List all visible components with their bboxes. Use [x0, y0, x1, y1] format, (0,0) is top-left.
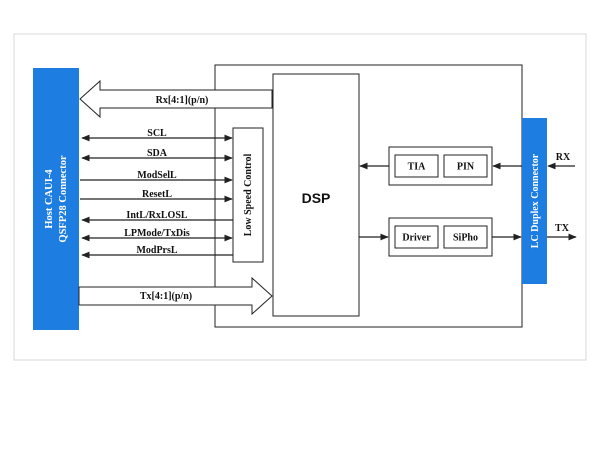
lc-connector-label: LC Duplex Connector	[530, 153, 541, 248]
lc-duplex-connector	[522, 118, 547, 284]
signal-modsell: ModSelL	[80, 170, 233, 184]
host-connector-label-2: QSFP28 Connector	[58, 155, 69, 243]
host-connector	[33, 68, 79, 330]
tx-bus-label: Tx[4:1](p/n)	[140, 291, 192, 302]
dsp-label: DSP	[302, 190, 331, 206]
host-connector-label-1: Host CAUI-4	[44, 169, 55, 229]
rx-bus-label: Rx[4:1](p/n)	[156, 95, 209, 106]
sipho-label: SiPho	[453, 233, 478, 244]
sipho-block	[443, 225, 488, 249]
module-outline	[214, 64, 523, 328]
signal-lpmode-txdis: LPMode/TxDis	[81, 228, 233, 242]
outer-frame	[13, 33, 587, 361]
driver-label: Driver	[402, 233, 431, 244]
tia-block	[394, 154, 439, 178]
signal-scl: SCL	[81, 128, 233, 142]
driver-block	[394, 225, 439, 249]
optical-tx-label: TX	[555, 223, 570, 234]
svg-text:ResetL: ResetL	[142, 189, 172, 200]
svg-text:SCL: SCL	[147, 128, 167, 139]
svg-text:SDA: SDA	[147, 148, 168, 159]
signal-resetl: ResetL	[80, 189, 233, 203]
signal-intl-rxlosl: IntL/RxLOSL	[81, 210, 233, 224]
dsp-block	[272, 73, 360, 317]
pin-block	[443, 154, 488, 178]
low-speed-control-label: Low Speed Control	[243, 153, 254, 236]
signal-modprsl: ModPrsL	[81, 245, 233, 259]
low-speed-control-block	[232, 127, 264, 263]
optical-rx-label: RX	[556, 152, 571, 163]
tia-label: TIA	[408, 162, 427, 173]
svg-text:ModPrsL: ModPrsL	[136, 245, 177, 256]
svg-text:ModSelL: ModSelL	[137, 170, 177, 181]
svg-text:IntL/RxLOSL: IntL/RxLOSL	[126, 210, 187, 221]
signal-sda: SDA	[81, 148, 233, 162]
tx-bus-arrow	[78, 276, 273, 316]
svg-text:LPMode/TxDis: LPMode/TxDis	[124, 228, 190, 239]
rx-bus-arrow	[79, 79, 273, 119]
pin-label: PIN	[457, 162, 475, 173]
